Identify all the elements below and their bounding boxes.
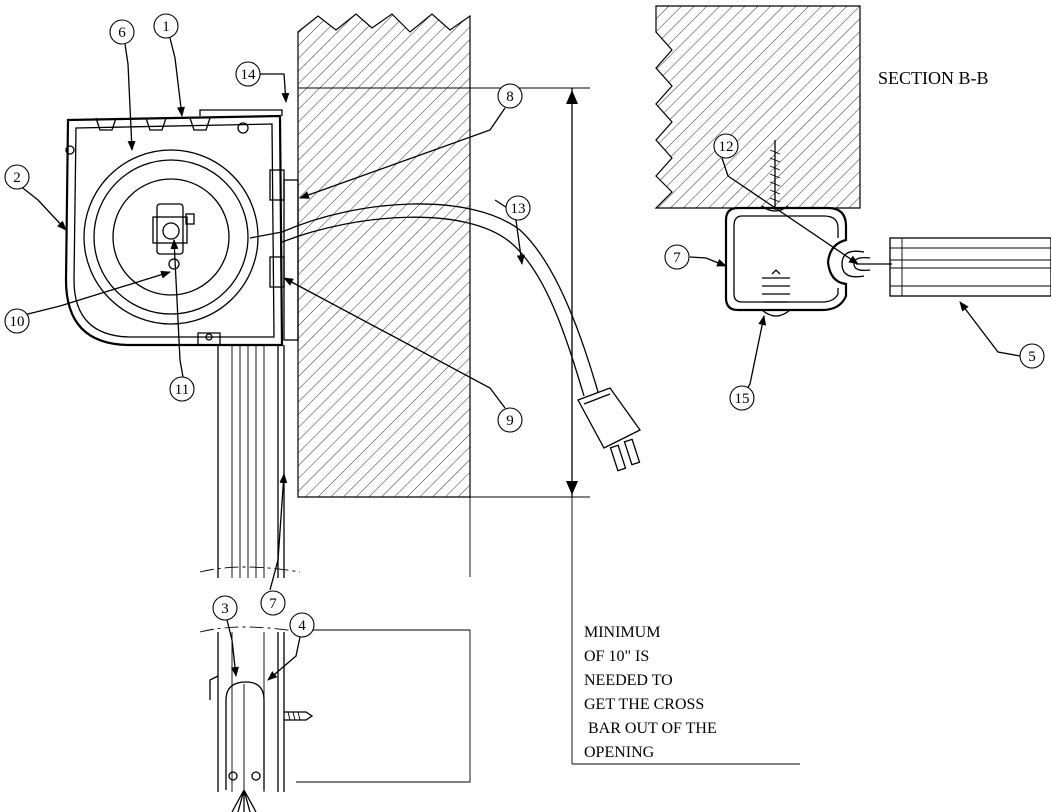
housing-side-view — [64, 109, 299, 347]
callout-1: 1 — [153, 13, 179, 39]
svg-text:15: 15 — [735, 391, 750, 407]
callout-7-main: 7 — [260, 590, 286, 616]
svg-text:10: 10 — [10, 314, 25, 330]
guide-rail — [199, 345, 301, 578]
svg-text:7: 7 — [269, 596, 277, 612]
callout-3: 3 — [212, 595, 238, 621]
power-cord — [281, 203, 641, 472]
note-line-3: NEEDED TO — [584, 672, 673, 689]
svg-text:14: 14 — [241, 67, 257, 83]
callout-11: 11 — [169, 376, 195, 402]
section-title: SECTION B-B — [878, 68, 989, 88]
clearance-note: MINIMUM OF 10" IS NEEDED TO GET THE CROS… — [584, 624, 717, 761]
lower-detail — [199, 497, 471, 812]
svg-text:4: 4 — [298, 618, 306, 634]
svg-text:1: 1 — [162, 19, 170, 35]
svg-text:6: 6 — [118, 25, 126, 41]
note-line-1: MINIMUM — [584, 624, 660, 641]
callout-12: 12 — [713, 133, 739, 159]
dimension-lines — [298, 87, 800, 765]
note-line-4: GET THE CROSS — [584, 696, 704, 713]
callout-10: 10 — [4, 308, 30, 334]
callout-7-section: 7 — [664, 244, 690, 270]
callout-14: 14 — [235, 61, 261, 87]
note-line-2: OF 10" IS — [584, 648, 649, 665]
note-line-5: BAR OUT OF THE — [584, 720, 717, 737]
callout-13: 13 — [505, 195, 531, 221]
leader-lines — [18, 37, 1021, 681]
note-line-6: OPENING — [584, 744, 655, 761]
section-b-b: SECTION B-B — [654, 5, 1051, 317]
svg-text:11: 11 — [175, 382, 189, 398]
callout-15: 15 — [729, 385, 755, 411]
svg-text:3: 3 — [221, 601, 229, 617]
svg-text:5: 5 — [1028, 349, 1036, 365]
callout-6: 6 — [109, 19, 135, 45]
svg-text:2: 2 — [13, 170, 21, 186]
callout-9: 9 — [497, 407, 523, 433]
svg-text:8: 8 — [506, 89, 514, 105]
wall-section — [297, 13, 471, 498]
callout-5: 5 — [1019, 343, 1045, 369]
svg-text:7: 7 — [673, 250, 681, 266]
svg-text:9: 9 — [506, 413, 514, 429]
svg-text:12: 12 — [719, 139, 734, 155]
svg-text:13: 13 — [511, 201, 526, 217]
callout-4: 4 — [289, 612, 315, 638]
callout-2: 2 — [4, 164, 30, 190]
callout-8: 8 — [497, 83, 523, 109]
